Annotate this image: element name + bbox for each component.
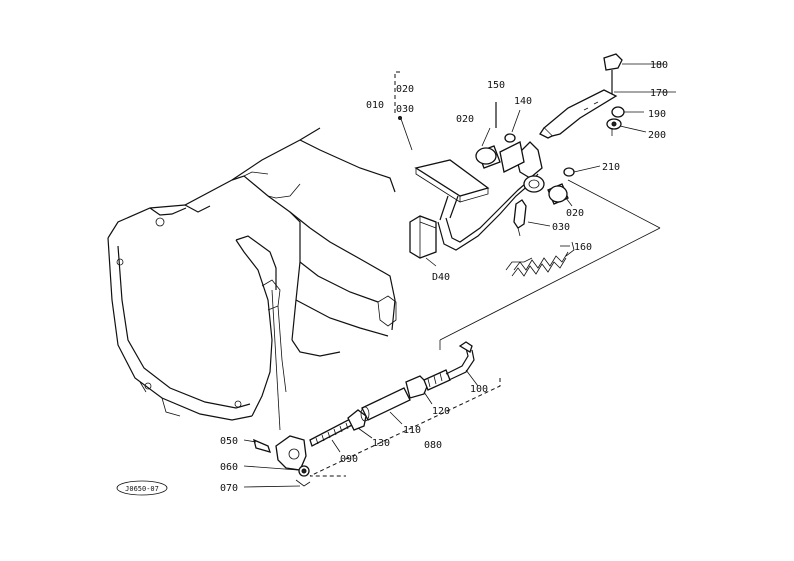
callout-040: D40	[432, 272, 450, 283]
callout-010: 010	[366, 100, 384, 111]
callout-030-mid: 030	[552, 222, 570, 233]
callout-200: 200	[648, 130, 666, 141]
callout-120: 120	[432, 406, 450, 417]
callout-080: 080	[424, 440, 442, 451]
callout-070: 070	[220, 483, 238, 494]
pedal-pad	[409, 215, 437, 259]
callout-160: 160	[574, 242, 592, 253]
callout-020-right: 020	[566, 208, 584, 219]
clutch-rod-assembly	[309, 341, 475, 447]
callout-150: 150	[487, 80, 505, 91]
callout-180: 180	[650, 60, 668, 71]
figure-code-badge: J0650-07	[116, 480, 168, 496]
callout-060: 060	[220, 462, 238, 473]
callout-130: 130	[372, 438, 390, 449]
return-spring	[505, 241, 575, 277]
callout-050: 050	[220, 436, 238, 447]
callout-170: 170	[650, 88, 668, 99]
callout-210: 210	[602, 162, 620, 173]
callout-140: 140	[514, 96, 532, 107]
callout-030-top: 030	[396, 104, 414, 115]
callout-020-left: 020	[456, 114, 474, 125]
callout-090: 090	[340, 454, 358, 465]
callout-020-top: 020	[396, 84, 414, 95]
pedal-assembly	[414, 102, 575, 251]
bracket-assembly	[539, 53, 625, 139]
transmission-housing	[107, 127, 397, 421]
callout-leaders	[243, 63, 676, 488]
callout-labels: 010 020 030 020 150 140 180 170 190 200 …	[220, 60, 668, 494]
callout-100: 100	[470, 384, 488, 395]
callout-110: 110	[403, 425, 421, 436]
callout-190: 190	[648, 109, 666, 120]
clutch-lever-assembly	[253, 289, 311, 487]
figure-code: J0650-07	[125, 485, 159, 493]
